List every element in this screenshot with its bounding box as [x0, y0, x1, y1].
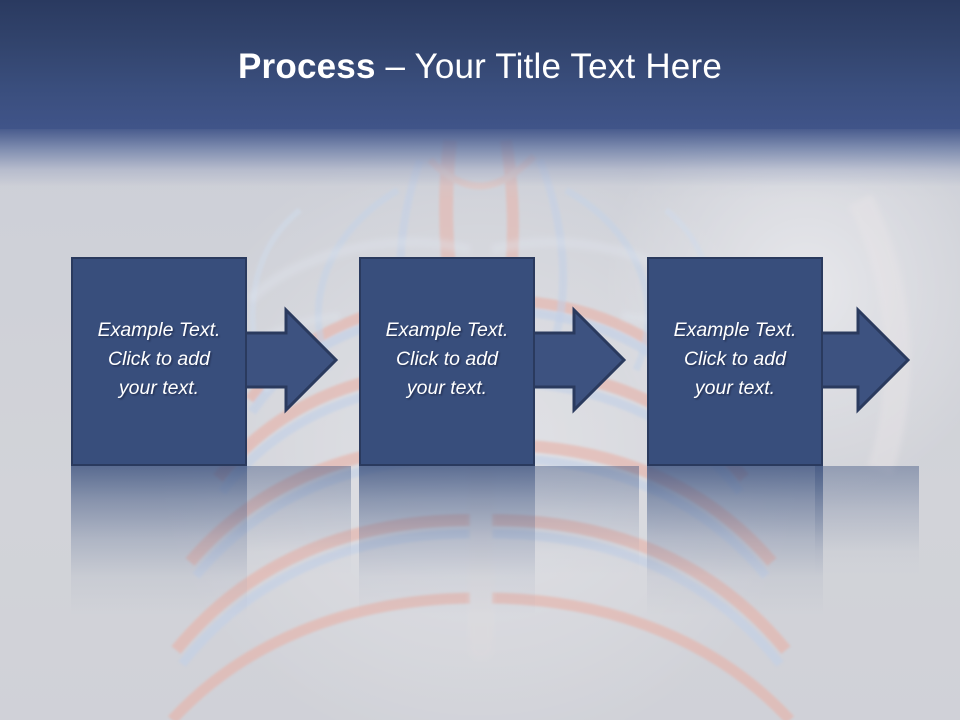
process-arrow-2[interactable] — [520, 306, 627, 414]
arrow-reflection — [535, 466, 639, 576]
step-box-reflection — [71, 466, 247, 616]
arrow-right-icon — [520, 306, 627, 414]
step-box-reflection — [359, 466, 535, 616]
process-step-3[interactable]: Example Text. Click to add your text. — [647, 257, 823, 466]
process-step-3-text: Example Text. Click to add your text. — [673, 319, 797, 399]
arrow-right-icon — [232, 306, 339, 414]
title-band-fade — [0, 129, 960, 199]
arrow-reflection — [247, 466, 351, 576]
process-step-2-text: Example Text. Click to add your text. — [385, 319, 509, 399]
process-arrow-1[interactable] — [232, 306, 339, 414]
page-title-bold: Process — [238, 47, 376, 86]
process-step-2[interactable]: Example Text. Click to add your text. — [359, 257, 535, 466]
step-box-reflection — [647, 466, 823, 616]
process-step-1[interactable]: Example Text. Click to add your text. — [71, 257, 247, 466]
page-title-rest: – Your Title Text Here — [375, 47, 722, 86]
page-title: Process – Your Title Text Here — [0, 46, 960, 88]
title-band — [0, 0, 960, 129]
arrow-reflection — [815, 466, 919, 576]
process-step-1-text: Example Text. Click to add your text. — [97, 319, 221, 399]
